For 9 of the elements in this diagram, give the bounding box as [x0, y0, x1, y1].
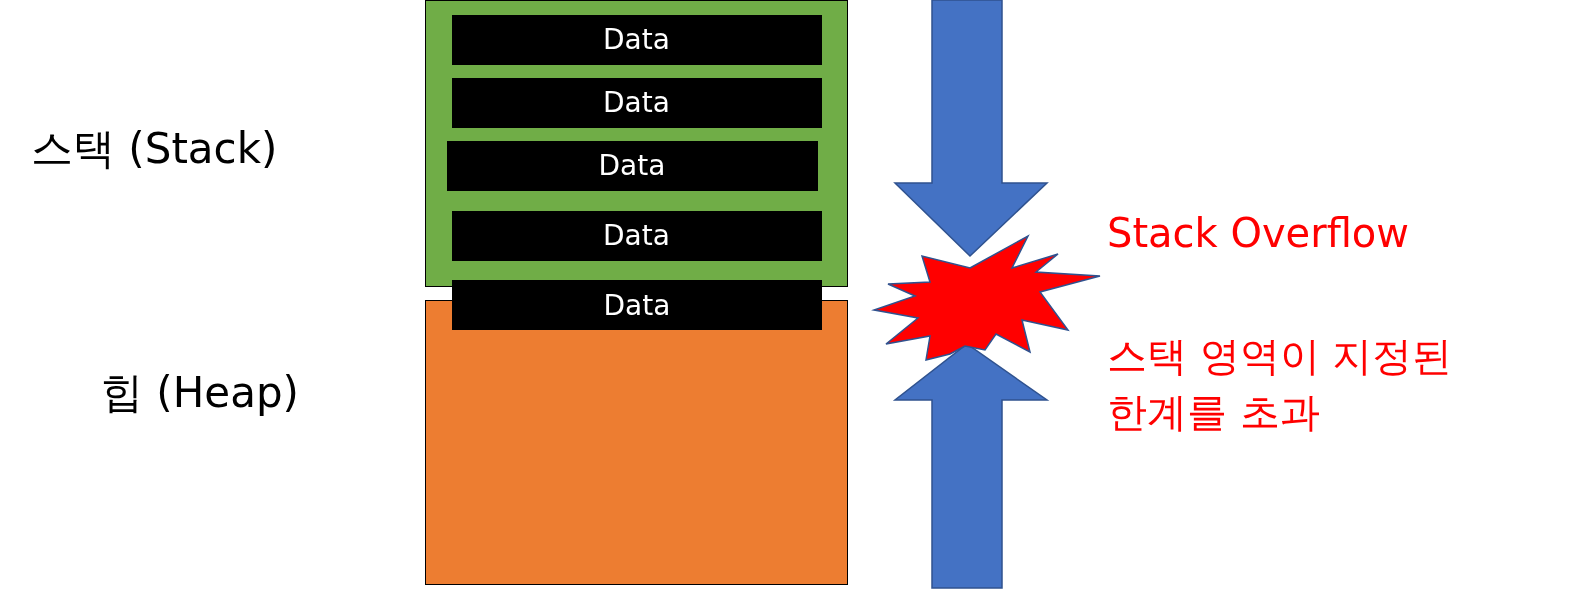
data-block: Data [451, 77, 822, 128]
overflow-label: Stack Overflow [1107, 209, 1410, 258]
heap-label: 힙 (Heap) [101, 367, 299, 419]
overflow-description: 스택 영역이 지정된 한계를 초과 [1107, 332, 1454, 437]
data-block: Data [452, 280, 822, 330]
data-block: Data [451, 210, 822, 261]
data-block: Data [451, 14, 822, 65]
data-block: Data [446, 140, 818, 191]
stack-label: 스택 (Stack) [31, 123, 278, 175]
